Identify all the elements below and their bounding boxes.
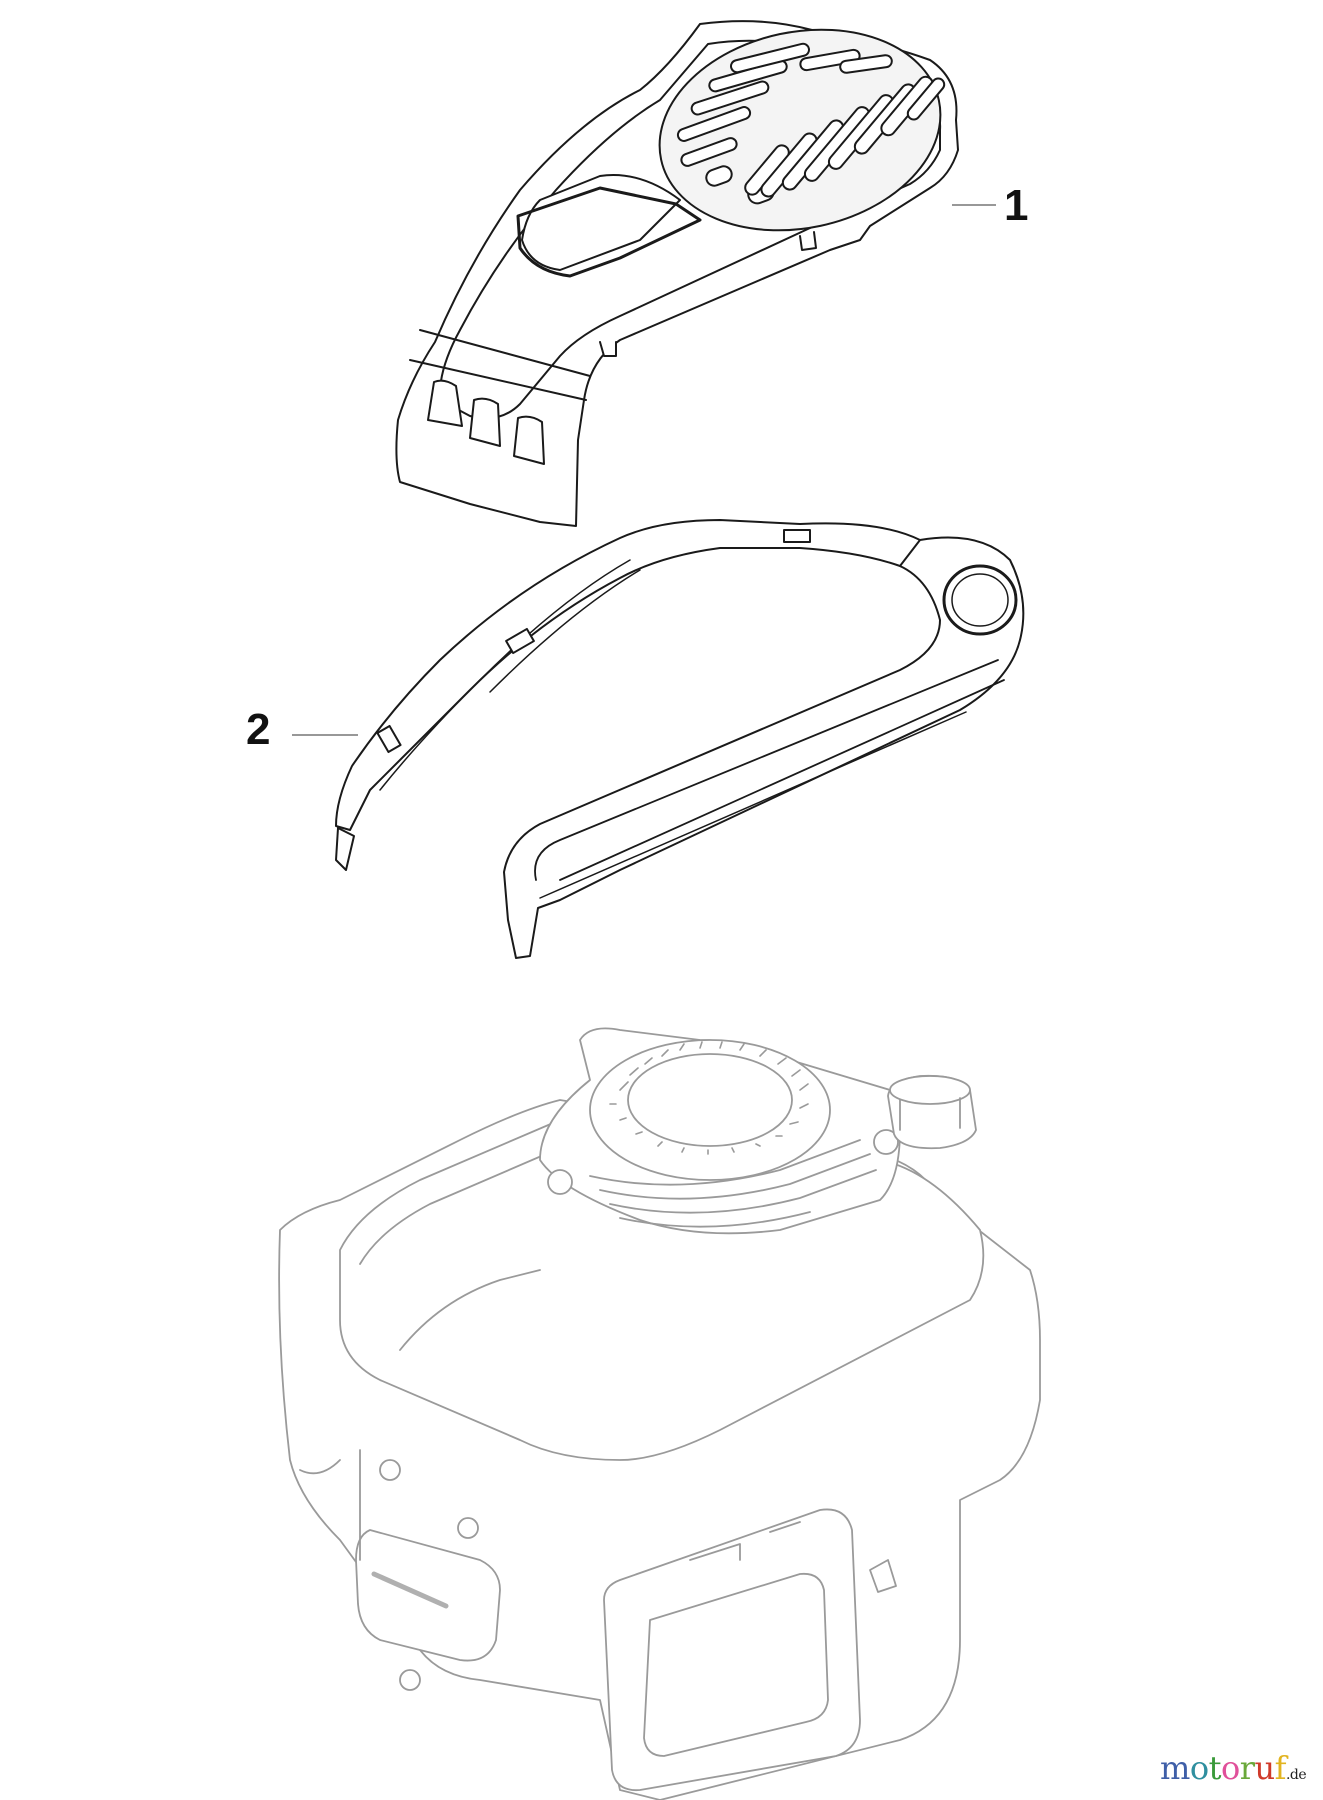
watermark-letter: u (1254, 1749, 1276, 1787)
part-2-trim-frame[interactable] (335, 519, 1025, 959)
watermark-letter: m (1160, 1749, 1190, 1787)
watermark-letter: o (1189, 1749, 1209, 1787)
part-number-1: 1 (1004, 181, 1029, 230)
part-1-top-cover[interactable] (395, 5, 959, 527)
watermark-letter: f (1274, 1749, 1287, 1787)
watermark-brand-text: motoruf (1160, 1749, 1287, 1787)
watermark-domain-suffix: .de (1285, 1767, 1307, 1783)
engine-reference (278, 1027, 1041, 1800)
watermark-letter: t (1208, 1749, 1222, 1787)
motoruf-watermark: motoruf.de (1160, 1749, 1307, 1787)
part-number-2: 2 (246, 705, 271, 754)
watermark-letter: o (1220, 1749, 1240, 1787)
watermark-letter: r (1239, 1749, 1255, 1787)
